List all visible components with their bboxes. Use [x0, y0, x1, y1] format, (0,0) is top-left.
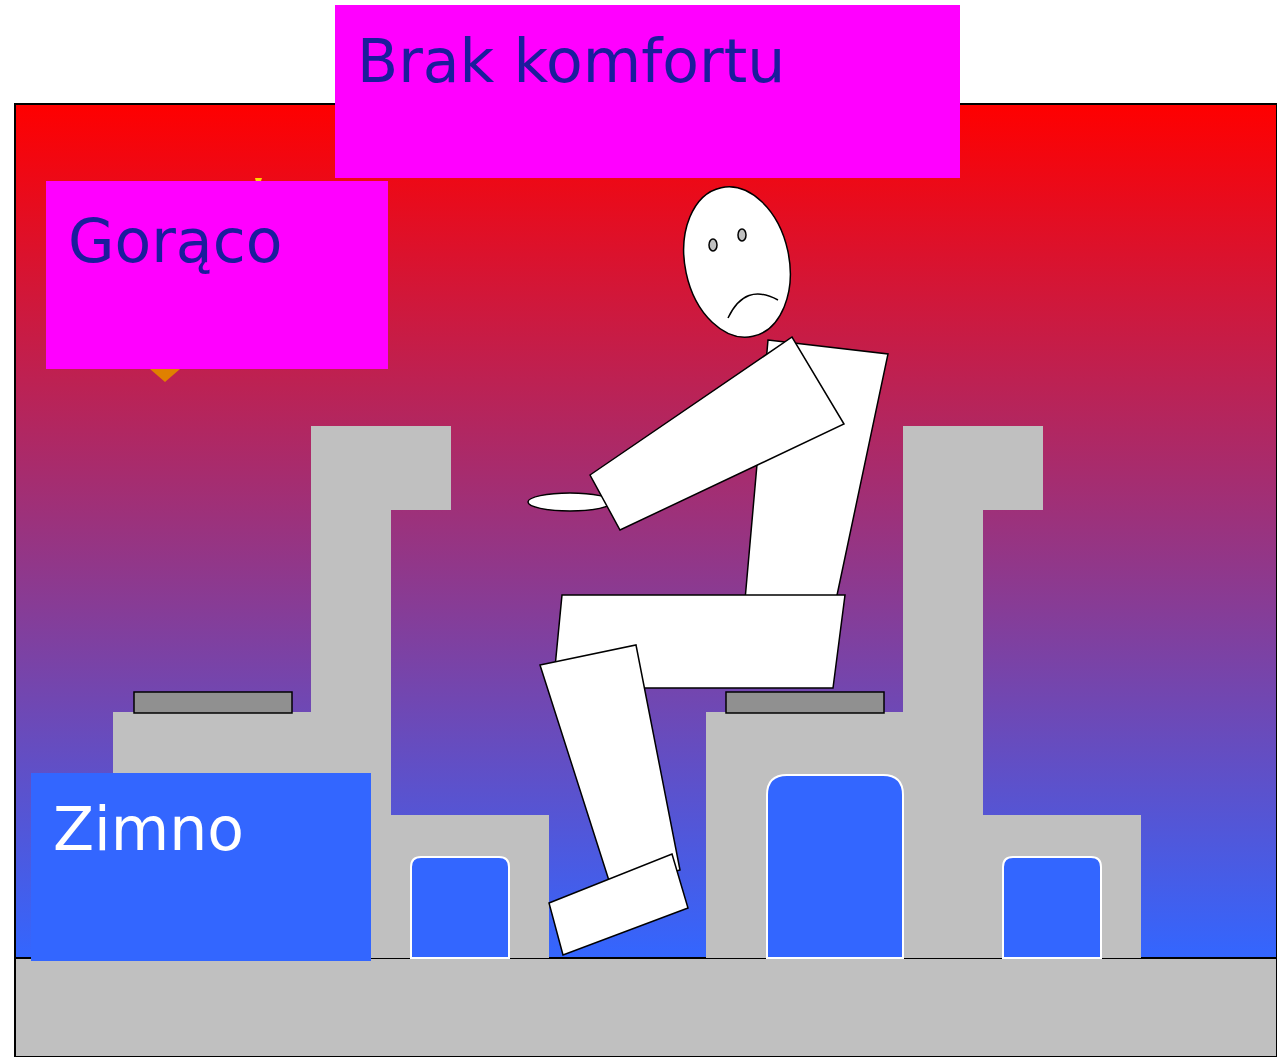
label-box: Brak komfortu [335, 5, 960, 178]
label-text: Zimno [53, 793, 349, 865]
label-box: Gorąco [46, 181, 388, 369]
sitting-person [528, 177, 888, 955]
label-text: Brak komfortu [357, 25, 938, 97]
label-text: Gorąco [68, 205, 366, 277]
floor [15, 958, 1277, 1057]
sun-ray [150, 369, 180, 382]
room-wall [15, 104, 1277, 958]
label-box: Zimno [31, 773, 371, 961]
